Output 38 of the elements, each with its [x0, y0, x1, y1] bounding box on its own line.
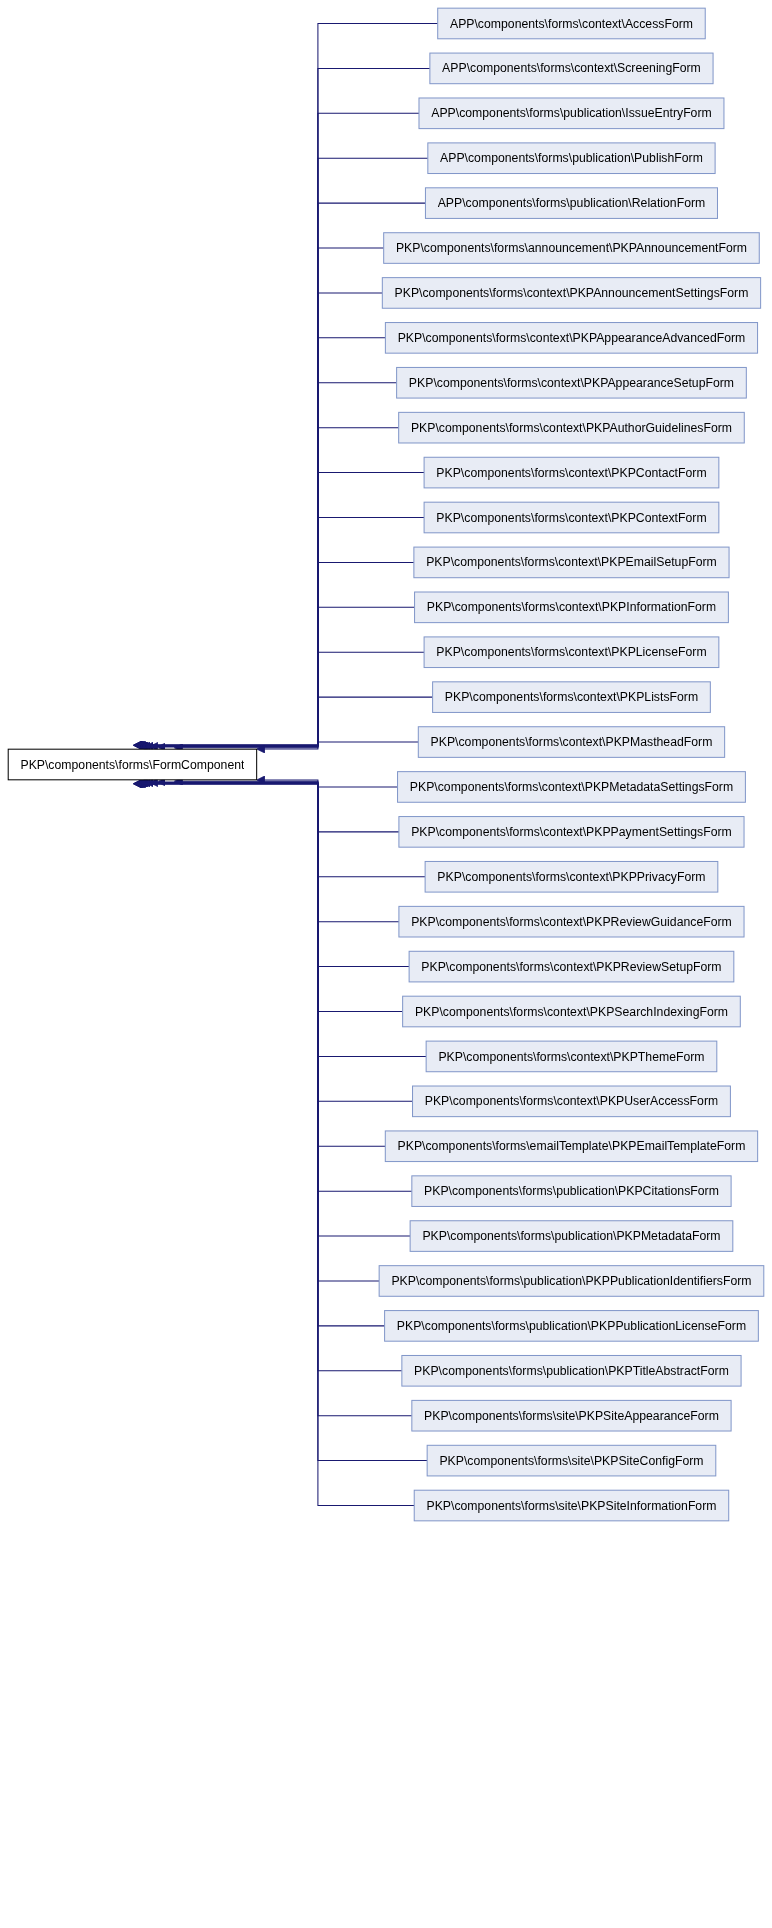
- arrow: [156, 777, 426, 878]
- node-box: PKP\components\forms\publication\PKPTitleAbstractForm: [401, 1354, 742, 1387]
- node-box: PKP\components\forms\publication\PKPPublicationLicenseForm: [384, 1310, 759, 1342]
- node-box: APP\components\forms\context\ScreeningForm: [429, 52, 714, 85]
- node-box: PKP\components\forms\announcement\PKPAnnouncementForm: [383, 232, 760, 264]
- node-box: PKP\components\forms\context\PKPAnnouncementSettingsForm: [381, 277, 762, 309]
- node-box: PKP\components\forms\context\PKPAppearanceAdvancedForm: [384, 322, 759, 354]
- node-box: PKP\components\forms\context\PKPLicenseForm: [423, 636, 720, 669]
- node-box: PKP\components\forms\context\PKPPaymentSettingsForm: [398, 816, 745, 848]
- node-box: PKP\components\forms\context\PKPUserAccessForm: [412, 1085, 731, 1118]
- node-box: PKP\components\forms\site\PKPSiteInformationForm: [413, 1489, 730, 1522]
- node-box: APP\components\forms\publication\PublishForm: [427, 142, 716, 175]
- node-box: APP\components\forms\context\AccessForm: [437, 7, 706, 40]
- node-box: PKP\components\forms\context\PKPSearchIndexingForm: [402, 995, 741, 1028]
- node-box: PKP\components\forms\publication\PKPMetadataForm: [409, 1220, 734, 1252]
- node-box: PKP\components\forms\context\PKPContextForm: [423, 501, 720, 534]
- node-box: PKP\components\forms\context\PKPPrivacyForm: [424, 860, 719, 893]
- node-box: PKP\components\forms\context\PKPEmailSetupForm: [413, 546, 730, 579]
- node-box: PKP\components\forms\context\PKPReviewGuidanceForm: [398, 905, 745, 938]
- node-box: PKP\components\forms\context\PKPThemeForm: [425, 1040, 718, 1073]
- node-box: PKP\components\forms\context\PKPMastheadForm: [417, 726, 726, 758]
- node-box: PKP\components\forms\emailTemplate\PKPEmailTemplateForm: [384, 1130, 759, 1163]
- arrow: [256, 741, 419, 754]
- node-box: PKP\components\forms\publication\PKPCitationsForm: [411, 1175, 732, 1207]
- node-box: APP\components\forms\publication\RelationForm: [424, 187, 718, 219]
- arrow: [156, 651, 425, 752]
- node-box: PKP\components\forms\FormComponent: [7, 748, 258, 781]
- node-box: PKP\components\forms\context\PKPContactForm: [423, 456, 720, 489]
- node-box: PKP\components\forms\site\PKPSiteAppearanceForm: [411, 1399, 732, 1432]
- node-box: PKP\components\forms\context\PKPAuthorGuidelinesForm: [398, 411, 745, 444]
- node-box: PKP\components\forms\context\PKPReviewSetupForm: [408, 950, 735, 983]
- node-box: APP\components\forms\publication\IssueEntryForm: [418, 97, 725, 130]
- node-box: PKP\components\forms\context\PKPMetadataSettingsForm: [397, 771, 746, 803]
- node-box: PKP\components\forms\context\PKPListsForm: [432, 681, 711, 713]
- node-box: PKP\components\forms\context\PKPInformationForm: [414, 591, 729, 624]
- node-box: PKP\components\forms\site\PKPSiteConfigForm: [426, 1444, 717, 1477]
- node-box: PKP\components\forms\context\PKPAppearanceSetupForm: [396, 366, 747, 399]
- node-box: PKP\components\forms\publication\PKPPublicationIdentifiersForm: [378, 1265, 765, 1297]
